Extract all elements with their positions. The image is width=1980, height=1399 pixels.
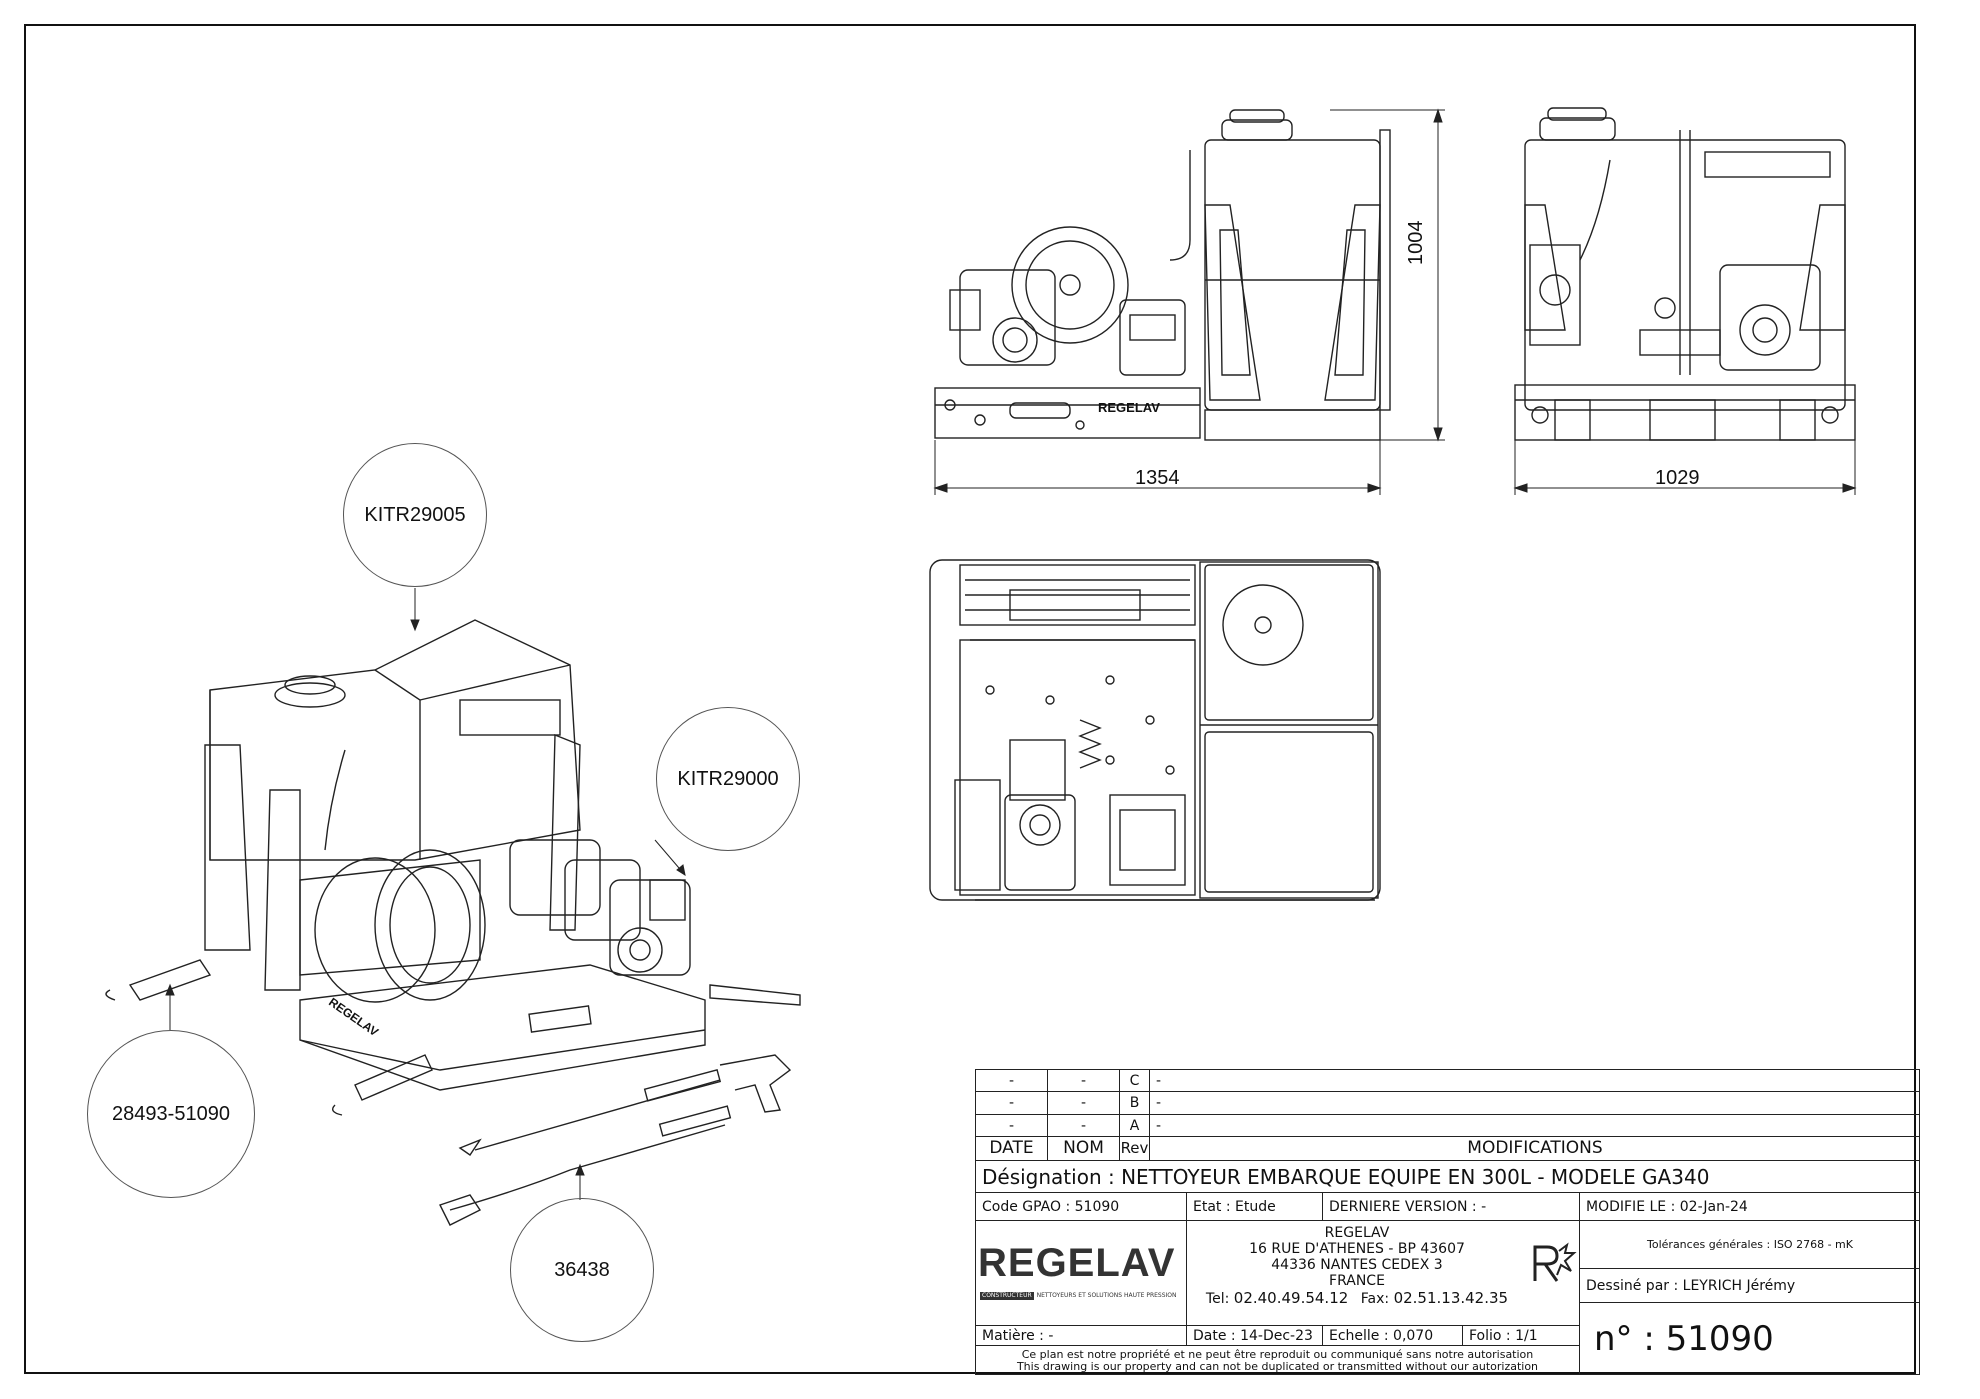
dessine-par: Dessiné par : LEYRICH Jérémy xyxy=(1579,1268,1920,1302)
header-nom: NOM xyxy=(1047,1136,1119,1160)
logo-tag: CONSTRUCTEUR xyxy=(980,1292,1034,1300)
dimension-length: 1354 xyxy=(1135,467,1180,489)
rev-c-label: C xyxy=(1119,1069,1149,1091)
modifie-le: MODIFIE LE : 02-Jan-24 xyxy=(1579,1192,1920,1220)
rev-c-nom: - xyxy=(1047,1069,1119,1091)
rev-b-label: B xyxy=(1119,1091,1149,1114)
company-line-4: FRANCE xyxy=(1329,1273,1385,1289)
echelle: Echelle : 0,070 xyxy=(1322,1325,1462,1345)
drawing-frame xyxy=(24,24,1916,1374)
fax-number: 02.51.13.42.35 xyxy=(1393,1289,1509,1307)
rev-a-nom: - xyxy=(1047,1114,1119,1136)
notice-en: This drawing is our property and can not… xyxy=(1016,1360,1539,1373)
company-address: REGELAV 16 RUE D'ATHENES - BP 43607 4433… xyxy=(1186,1220,1579,1325)
logo-subtitle: NETTOYEURS ET SOLUTIONS HAUTE PRESSION xyxy=(1036,1292,1177,1299)
ownership-notice: Ce plan est notre propriété et ne peut ê… xyxy=(975,1345,1579,1375)
company-line-2: 16 RUE D'ATHENES - BP 43607 xyxy=(1249,1241,1465,1257)
side-dimensions xyxy=(933,108,1445,495)
drawing-number: n° : 51090 xyxy=(1579,1302,1920,1375)
dimension-width: 1029 xyxy=(1655,467,1700,489)
etat: Etat : Etude xyxy=(1186,1192,1322,1220)
logo-box: REGELAV CONSTRUCTEUR NETTOYEURS ET SOLUT… xyxy=(975,1220,1186,1325)
callout-36438: 36438 xyxy=(510,1198,654,1342)
header-modifications: MODIFICATIONS xyxy=(1149,1136,1920,1160)
callout-kitr29000: KITR29000 xyxy=(656,707,800,851)
tolerances: Tolérances générales : ISO 2768 - mK xyxy=(1579,1220,1920,1268)
callout-28493-51090: 28493-51090 xyxy=(87,1030,255,1198)
regelav-logo: REGELAV xyxy=(978,1241,1176,1285)
side-view xyxy=(934,109,1391,441)
rev-b-nom: - xyxy=(1047,1091,1119,1114)
title-block: - - C - - - B - - - A - DATE NOM Rev MOD… xyxy=(975,1069,1920,1375)
tel-label: Tel: xyxy=(1205,1291,1230,1307)
regelav-emblem-icon xyxy=(1533,1242,1577,1282)
top-view xyxy=(929,559,1381,901)
designation: Désignation : NETTOYEUR EMBARQUE EQUIPE … xyxy=(975,1160,1920,1192)
matiere: Matière : - xyxy=(975,1325,1186,1345)
code-gpao: Code GPAO : 51090 xyxy=(975,1192,1186,1220)
company-line-1: REGELAV xyxy=(1324,1225,1390,1241)
rev-a-text: - xyxy=(1149,1114,1920,1136)
front-dimensions xyxy=(1513,440,1857,495)
company-line-3: 44336 NANTES CEDEX 3 xyxy=(1271,1257,1443,1273)
callout-kitr29005: KITR29005 xyxy=(343,443,487,587)
rev-b-date: - xyxy=(975,1091,1047,1114)
header-date: DATE xyxy=(975,1136,1047,1160)
rev-b-text: - xyxy=(1149,1091,1920,1114)
rev-a-label: A xyxy=(1119,1114,1149,1136)
front-view xyxy=(1514,107,1856,441)
date: Date : 14-Dec-23 xyxy=(1186,1325,1322,1345)
rev-c-text: - xyxy=(1149,1069,1920,1091)
rev-c-date: - xyxy=(975,1069,1047,1091)
derniere-version: DERNIERE VERSION : - xyxy=(1322,1192,1579,1220)
folio: Folio : 1/1 xyxy=(1462,1325,1579,1345)
tel-number: 02.40.49.54.12 xyxy=(1233,1289,1349,1307)
fax-label: Fax: xyxy=(1360,1291,1390,1307)
header-rev: Rev xyxy=(1119,1136,1149,1160)
dimension-height: 1004 xyxy=(1405,220,1427,266)
isometric-view xyxy=(105,619,801,1226)
notice-fr: Ce plan est notre propriété et ne peut ê… xyxy=(1021,1348,1534,1361)
callout-leaders xyxy=(165,588,686,1200)
side-view-brand: REGELAV xyxy=(1098,400,1160,415)
rev-a-date: - xyxy=(975,1114,1047,1136)
